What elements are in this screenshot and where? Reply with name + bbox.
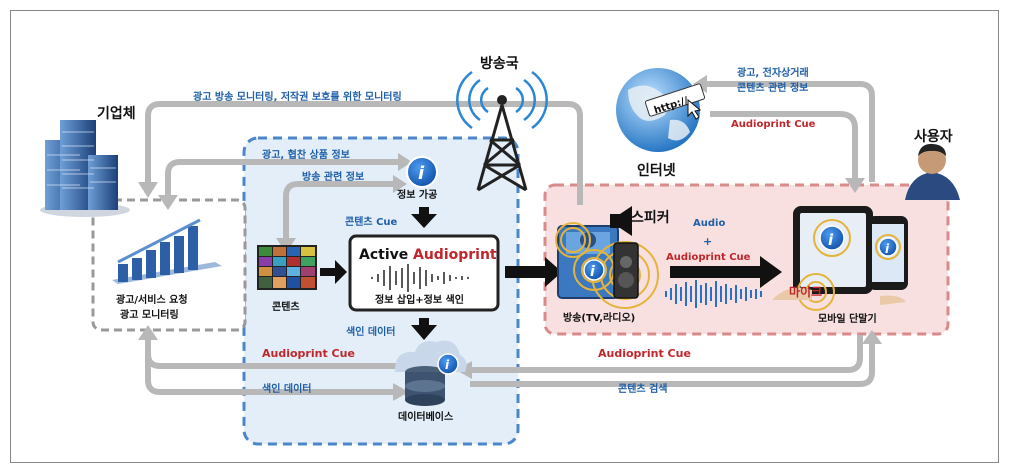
index-data-arrow [411, 318, 437, 340]
svg-text:i: i [445, 358, 450, 372]
contents-search-arrow [470, 342, 875, 387]
globe-icon: http:// [616, 68, 706, 152]
broadcast-to-mobile-arrow [670, 256, 782, 288]
broadcast-tv-radio-icon: i [555, 222, 659, 309]
gray-arrowheads [138, 75, 882, 401]
svg-text:i: i [590, 264, 595, 280]
company-label: 기업체 [97, 106, 136, 122]
active-audioprint-box [348, 234, 500, 312]
active-to-broadcast-arrow [505, 257, 562, 287]
index-data-left-label: 색인 데이터 [262, 382, 311, 395]
mobile-device-icon: i i [772, 206, 908, 311]
ad-product-info-label: 광고, 협찬 상품 정보 [262, 148, 350, 161]
index-data-left-arrow [145, 342, 395, 395]
monitoring-loop-arrow [145, 101, 583, 205]
speaker-label: 스피커 [631, 210, 670, 226]
black-flow-arrows [320, 207, 782, 340]
active-label: Active [359, 247, 408, 263]
contents-label: 콘텐츠 [272, 300, 300, 313]
svg-text:i: i [418, 163, 425, 184]
broadcast-info-arrow [283, 181, 395, 240]
audioprint-cue-bottom-label: Audioprint Cue [598, 347, 691, 360]
contents-info-label: 콘텐츠 관련 정보 [737, 81, 808, 94]
internet-label: 인터넷 [637, 162, 676, 179]
broadcast-device-label: 방송(TV,라디오) [563, 311, 635, 324]
audioprint-cue-mid-label: Audioprint Cue [666, 252, 751, 263]
info-icon-processing: i [406, 156, 438, 188]
audioprint-cue-top-label: Audioprint Cue [731, 119, 816, 130]
ad-request-label: 광고/서비스 요청 [116, 293, 188, 306]
svg-text:i: i [828, 231, 834, 249]
user-avatar-icon [905, 143, 960, 200]
index-data-label: 색인 데이터 [346, 325, 395, 338]
broadcast-tower-icon [456, 70, 548, 192]
audioprint-label: Audioprint [413, 247, 497, 263]
ecommerce-label: 광고, 전자상거래 [737, 66, 809, 79]
building-icon [40, 120, 130, 217]
mic-label: 마이크 [789, 284, 822, 299]
broadcaster-label: 방송국 [480, 55, 519, 72]
plus-label: + [703, 235, 712, 248]
database-icon: i [395, 340, 467, 406]
speaker-icon [610, 206, 632, 236]
contents-cue-label: 콘텐츠 Cue [345, 215, 398, 228]
monitoring-label: 광고 방송 모니터링, 저작권 보호를 위한 모니터링 [193, 90, 402, 103]
bar-chart-icon [112, 218, 222, 284]
info-processing-label: 정보 가공 [397, 188, 437, 201]
audio-label: Audio [693, 218, 725, 229]
audioprint-cue-top-arrow [705, 81, 875, 182]
database-label: 데이터베이스 [398, 410, 453, 423]
ad-monitoring-label: 광고 모니터링 [120, 308, 179, 321]
contents-cue-arrow [411, 207, 437, 228]
ecommerce-arrow [710, 111, 858, 180]
broadcast-info-label: 방송 관련 정보 [302, 170, 364, 183]
waveform-icon [371, 264, 469, 292]
ad-product-arrow [165, 159, 400, 196]
contents-search-label: 콘텐츠 검색 [618, 382, 667, 395]
insert-index-label: 정보 삽입+정보 색인 [375, 293, 464, 306]
contents-thumbnail-wall [257, 245, 317, 290]
mobile-label: 모바일 단말기 [818, 312, 877, 325]
audioprint-cue-left-label: Audioprint Cue [262, 347, 355, 360]
user-label: 사용자 [914, 129, 953, 145]
svg-text:i: i [885, 242, 890, 256]
audio-signal-waveform [665, 280, 762, 308]
contents-to-active-arrow [320, 260, 347, 284]
audioprint-cue-bottom-arrow [470, 335, 863, 373]
gray-flow-lines [145, 81, 875, 395]
